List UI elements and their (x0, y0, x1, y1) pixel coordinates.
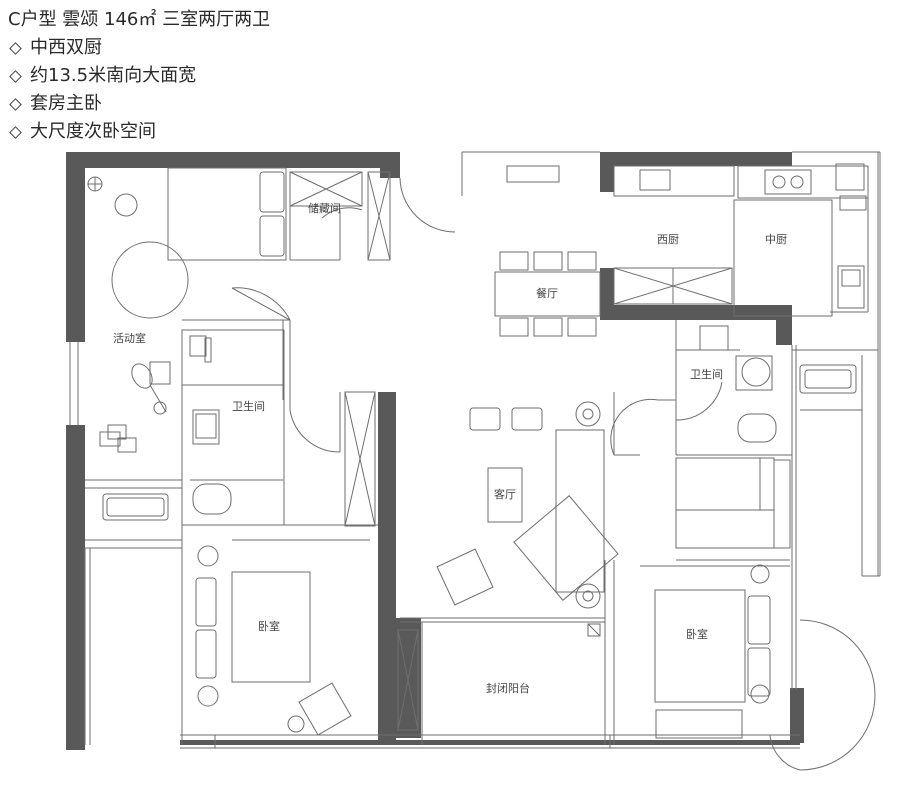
right-bedroom (654, 564, 876, 771)
room-labels: 储藏间 活动室 餐厅 西厨 中厨 卫生间 卫生间 客厅 卧室 卧室 封闭阳台 (113, 201, 787, 695)
guitar-icon (131, 363, 167, 415)
storage-room (289, 171, 456, 261)
label-bedroom-right: 卧室 (686, 627, 708, 641)
feature-item: 中西双厨 (8, 34, 270, 62)
label-living: 客厅 (494, 487, 516, 501)
living-room (344, 391, 619, 731)
label-activity: 活动室 (113, 331, 146, 345)
activity-furniture (99, 167, 341, 453)
kitchen-area (613, 163, 869, 313)
feature-item: 约13.5米南向大面宽 (8, 62, 270, 90)
label-bath-right: 卫生间 (690, 367, 723, 381)
left-bathroom (102, 335, 232, 521)
label-western-kitchen: 西厨 (657, 233, 679, 246)
feature-text: 套房主卧 (30, 93, 102, 114)
partitions (69, 151, 881, 749)
label-storage: 储藏间 (308, 201, 341, 215)
feature-text: 中西双厨 (30, 37, 102, 58)
label-balcony: 封闭阳台 (486, 681, 530, 695)
right-bathroom (610, 325, 857, 456)
feature-text: 大尺度次卧空间 (30, 121, 156, 142)
feature-item: 大尺度次卧空间 (8, 118, 270, 146)
left-bedroom (195, 545, 352, 736)
label-bedroom-left: 卧室 (258, 619, 280, 633)
label-bath-left: 卫生间 (232, 399, 265, 413)
label-dining: 餐厅 (536, 286, 558, 300)
structural-walls (66, 152, 804, 750)
dining-area (494, 165, 601, 337)
plan-title: C户型 雲颂 146㎡ 三室两厅两卫 (8, 9, 271, 30)
plan-header: C户型 雲颂 146㎡ 三室两厅两卫 中西双厨 约13.5米南向大面宽 套房主卧… (8, 6, 270, 146)
feature-item: 套房主卧 (8, 90, 270, 118)
feature-text: 约13.5米南向大面宽 (30, 65, 197, 86)
target-marker-icon (87, 176, 103, 192)
label-chinese-kitchen: 中厨 (765, 233, 787, 246)
